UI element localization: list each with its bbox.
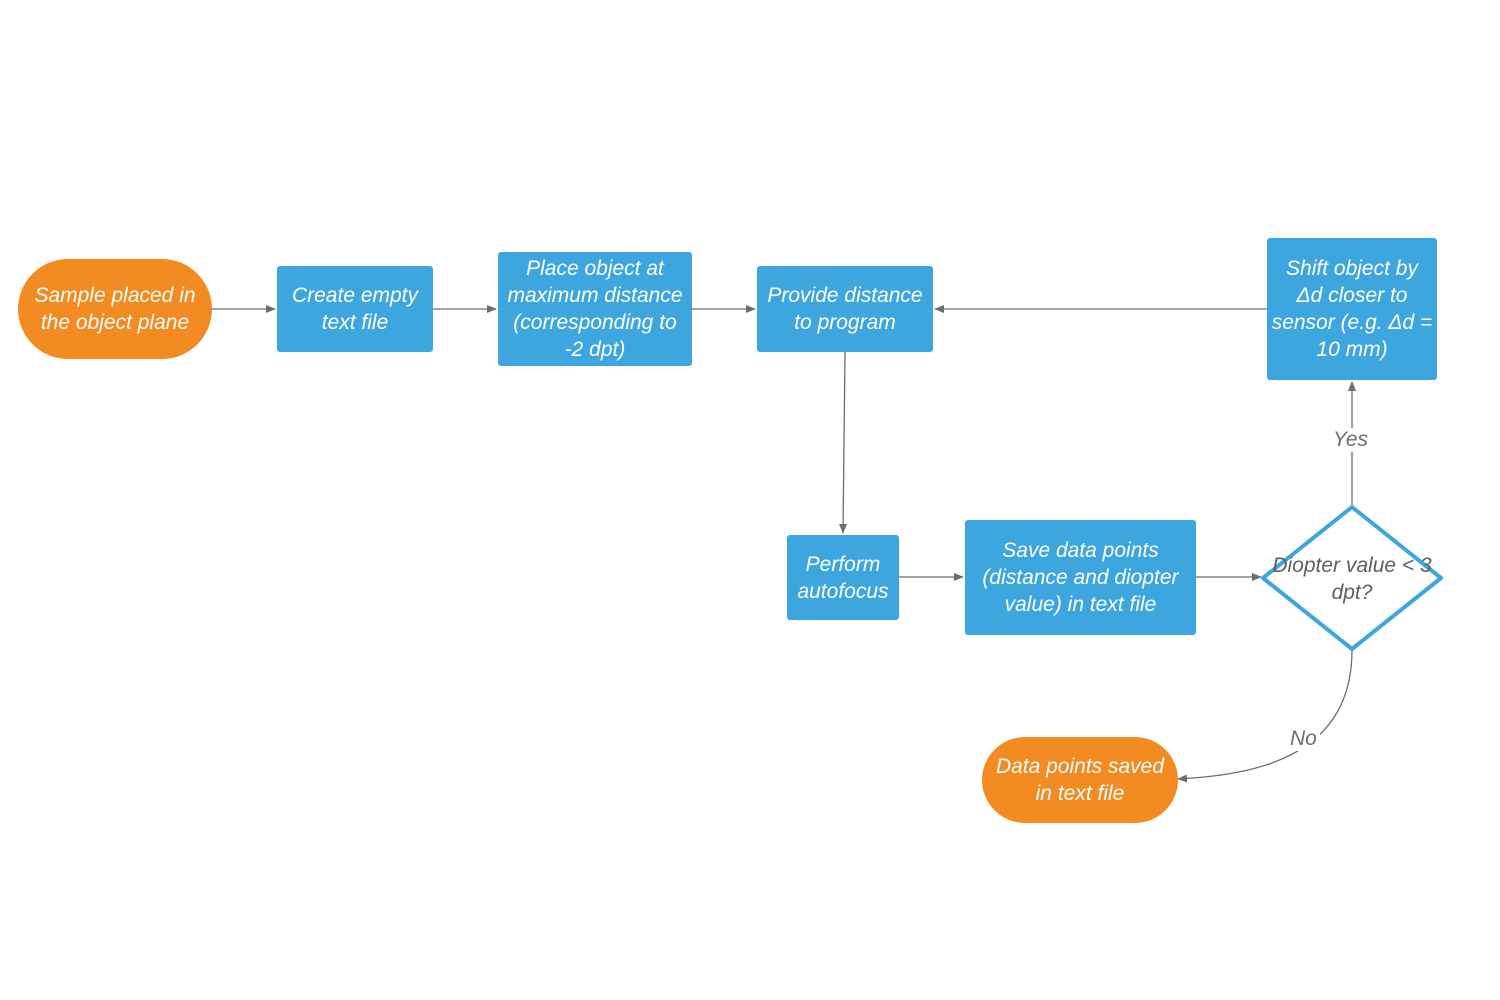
start-terminal: Sample placed in the object plane (18, 259, 212, 359)
provide-distance-step-label: Provide distance to program (767, 284, 923, 334)
create-file-step: Create empty text file (277, 266, 433, 352)
decision-label: Diopter value < 3 dpt? (1272, 554, 1432, 604)
end-terminal: Data points saved in text file (982, 737, 1178, 823)
end-terminal-label: Data points saved in text file (995, 755, 1165, 805)
yes-edge-label: Yes (1330, 428, 1372, 452)
decision-diamond (1261, 505, 1443, 651)
place-object-step-label: Place object at maximum distance (corres… (507, 257, 683, 361)
no-edge-label: No (1287, 727, 1320, 751)
place-object-step: Place object at maximum distance (corres… (498, 252, 692, 366)
autofocus-step: Perform autofocus (787, 535, 899, 620)
start-terminal-label: Sample placed in the object plane (34, 284, 196, 334)
autofocus-step-label: Perform autofocus (797, 552, 889, 603)
arrow-decision-to-end (1177, 649, 1353, 783)
save-points-step: Save data points (distance and diopter v… (965, 520, 1196, 635)
create-file-step-label: Create empty text file (291, 284, 419, 334)
save-points-step-label: Save data points (distance and diopter v… (982, 539, 1179, 616)
shift-object-step: Shift object by Δd closer to sensor (e.g… (1267, 238, 1437, 380)
arrow-provide-distance-to-autofocus (839, 351, 848, 534)
provide-distance-step: Provide distance to program (757, 266, 933, 352)
shift-object-step-label: Shift object by Δd closer to sensor (e.g… (1271, 257, 1433, 361)
